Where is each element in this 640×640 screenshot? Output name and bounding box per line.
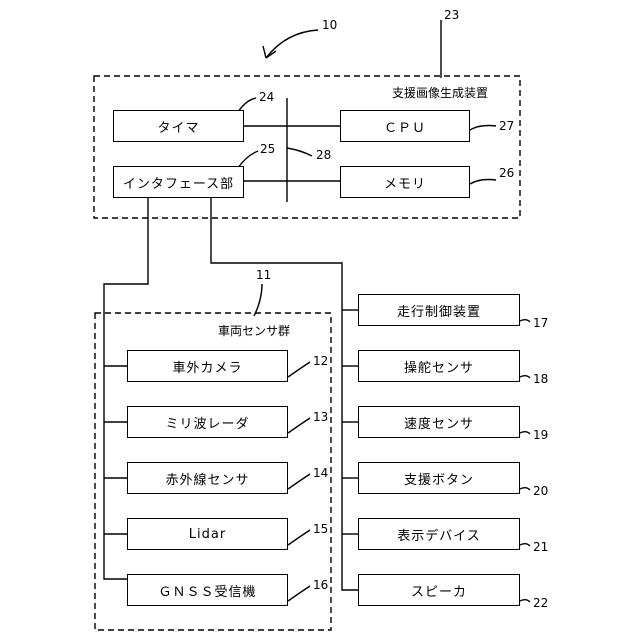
timer-ref: 24 (259, 90, 274, 104)
sensor-ref-infrared: 14 (313, 466, 328, 480)
right-ref-assist-button: 20 (533, 484, 548, 498)
sensor-group-title: 車両センサ群 (218, 322, 290, 339)
cpu-ref: 27 (499, 119, 514, 133)
right-box-speed-sensor: 速度センサ (358, 406, 520, 438)
interface-ref: 25 (260, 142, 275, 156)
sensor-ref-camera: 12 (313, 354, 328, 368)
right-ref-display-device: 21 (533, 540, 548, 554)
right-box-travel-control: 走行制御装置 (358, 294, 520, 326)
sensor-ref-lidar: 15 (313, 522, 328, 536)
sensor-box-infrared: 赤外線センサ (127, 462, 288, 494)
figure-ref: 10 (322, 18, 337, 32)
sensor-group-ref: 11 (256, 268, 271, 282)
right-box-steering-sensor: 操舵センサ (358, 350, 520, 382)
device-ref: 23 (444, 8, 459, 22)
right-ref-speed-sensor: 19 (533, 428, 548, 442)
device-title: 支援画像生成装置 (392, 84, 488, 101)
memory-ref: 26 (499, 166, 514, 180)
interface-box: インタフェース部 (113, 166, 244, 198)
sensor-box-radar: ミリ波レーダ (127, 406, 288, 438)
memory-box: メモリ (340, 166, 470, 198)
right-box-display-device: 表示デバイス (358, 518, 520, 550)
figure-arrow (266, 30, 318, 58)
cpu-box: ＣＰＵ (340, 110, 470, 142)
right-box-speaker: スピーカ (358, 574, 520, 606)
sensor-ref-gnss: 16 (313, 578, 328, 592)
right-box-assist-button: 支援ボタン (358, 462, 520, 494)
right-ref-speaker: 22 (533, 596, 548, 610)
bus-ref: 28 (316, 148, 331, 162)
sensor-box-lidar: Lidar (127, 518, 288, 550)
sensor-ref-radar: 13 (313, 410, 328, 424)
right-ref-steering-sensor: 18 (533, 372, 548, 386)
sensor-box-gnss: ＧＮＳＳ受信機 (127, 574, 288, 606)
right-ref-travel-control: 17 (533, 316, 548, 330)
timer-box: タイマ (113, 110, 244, 142)
sensor-box-camera: 車外カメラ (127, 350, 288, 382)
